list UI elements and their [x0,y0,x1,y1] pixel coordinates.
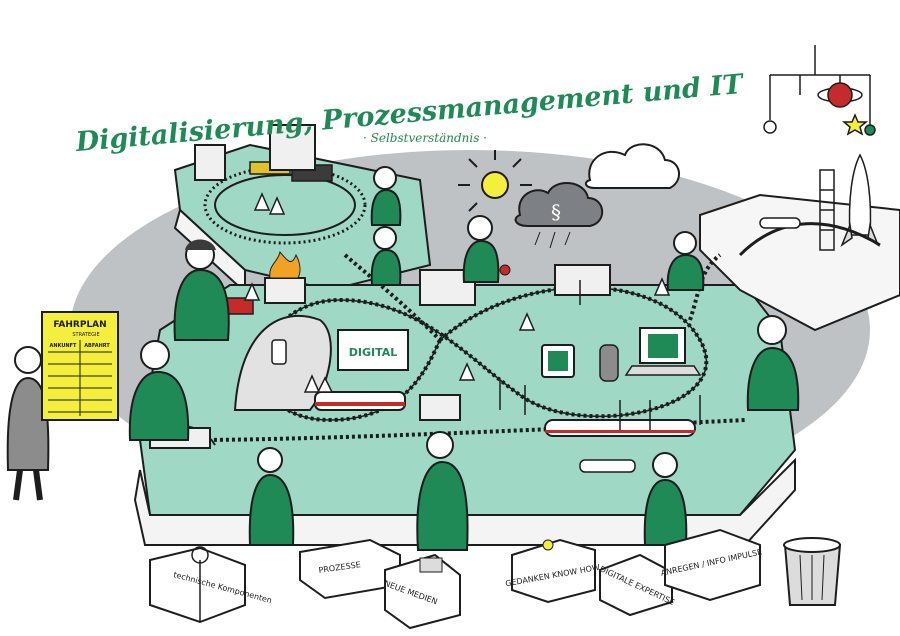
person-middle-left [370,226,402,286]
town-house [419,394,461,421]
person-top-upper-platform [370,166,402,226]
person-right-track-builder [666,231,705,291]
fahrplan-ankunft: ANKUNFT [50,343,78,349]
box-gedanken-know-how [511,538,596,604]
trees [243,192,671,393]
subtitle: · Selbstverständnis · [363,131,487,145]
person-front-left-woman [248,447,295,546]
tablet-screen [548,351,568,371]
factory-building [419,269,476,306]
upper-track-inner [214,174,356,236]
rain-lines [534,231,571,249]
sun-icon [481,171,509,199]
digital-screen-label: DIGITAL [349,346,398,359]
burning-house [264,277,306,304]
catenary-poles [499,280,701,430]
books-building [269,124,316,171]
laptop-display [648,334,678,358]
folder-building [194,144,226,181]
person-fahrplan-presenter [128,340,190,441]
front-right-woman-train [579,459,636,473]
planet-mobile [763,45,876,136]
box-neue-medien [384,553,461,630]
monorail-train [759,217,801,229]
regional-train [314,391,406,411]
person-right-curly [746,315,800,411]
fire-icon [269,250,301,279]
monorail-track [738,222,881,257]
person-front-center [416,431,469,551]
station-building [554,264,611,296]
rain-cloud [514,181,604,227]
fahrplan-board [41,311,119,421]
sun-rays [458,150,532,212]
digital-screen [337,329,409,371]
ice-train-stripe [545,430,695,433]
person-red-button [462,215,511,283]
smartphone-icon [271,339,287,365]
person-suit [6,346,50,501]
speaker-icon [599,344,619,382]
fahrplan-title: FAHRPLAN [53,320,106,330]
box-technische-komponenten [149,546,246,624]
figure-eight-rail [262,286,708,421]
box-digitale-expertise [599,553,673,617]
person-front-right-woman [643,452,688,546]
paragraph-symbol: § [551,200,561,224]
white-cloud [584,143,680,189]
box-anregen-info-impulse [664,528,761,602]
connector-track [343,253,442,342]
fahrplan-strategie: STRATEGIE [72,332,99,338]
fahrplan-abfahrt: ABFAHRT [84,343,110,349]
laptop-base [624,365,702,376]
main-platform-front [133,457,796,546]
person-cap-worker [173,239,230,341]
regional-train-stripe [315,402,405,406]
right-track-up [688,253,722,321]
trash-can-icon [783,537,842,606]
